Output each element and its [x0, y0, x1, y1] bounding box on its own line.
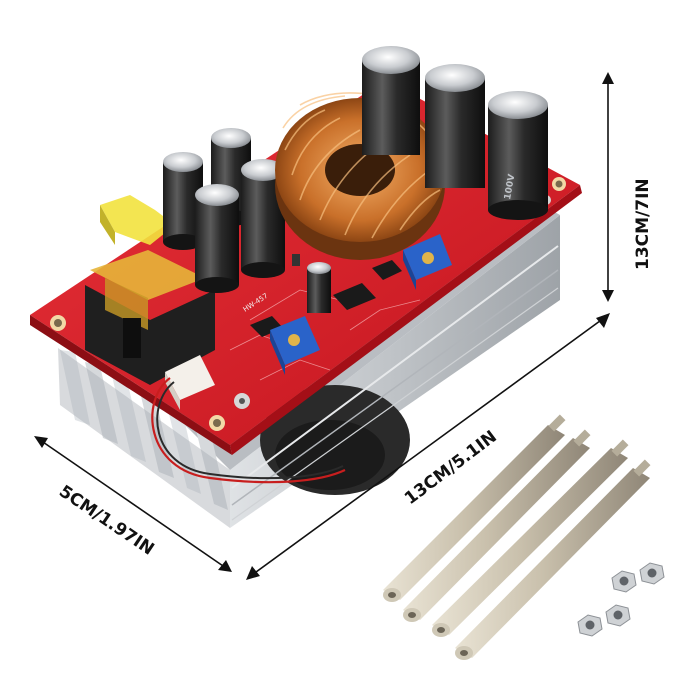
hex-nut-3 — [577, 614, 603, 637]
capacitor-4 — [241, 159, 285, 278]
potentiometer-2 — [403, 234, 452, 290]
capacitor-3 — [195, 184, 239, 293]
cooling-fan — [260, 385, 410, 495]
fuse-holder — [85, 195, 215, 385]
input-capacitors — [163, 128, 285, 293]
potentiometer-1 — [270, 316, 320, 375]
hex-nuts — [577, 562, 665, 637]
hex-nut-2 — [639, 562, 665, 585]
standoff-2 — [403, 429, 591, 622]
standoff-4 — [455, 459, 651, 660]
potentiometers — [270, 234, 452, 375]
heatsink-fins — [58, 348, 230, 528]
capacitor-7: 100V — [488, 91, 548, 220]
capacitor-6 — [425, 64, 485, 188]
hex-nut-1 — [611, 570, 637, 593]
standoff-3 — [432, 439, 629, 637]
ic-chips — [250, 254, 402, 337]
hex-nut-4 — [605, 604, 631, 627]
width-label: 5CM/1.97IN — [55, 482, 157, 560]
small-capacitor — [307, 262, 331, 313]
fan-connector — [151, 355, 346, 484]
capacitor-marking: 100V — [503, 173, 517, 200]
output-capacitors: 100V — [362, 46, 548, 220]
height-label: 13CM/7IN — [633, 178, 653, 270]
standoff-1 — [383, 414, 566, 602]
capacitor-5 — [362, 46, 420, 155]
dimension-height: 13CM/7IN — [602, 72, 653, 302]
mounting-holes — [50, 177, 566, 431]
standoffs — [383, 414, 651, 660]
